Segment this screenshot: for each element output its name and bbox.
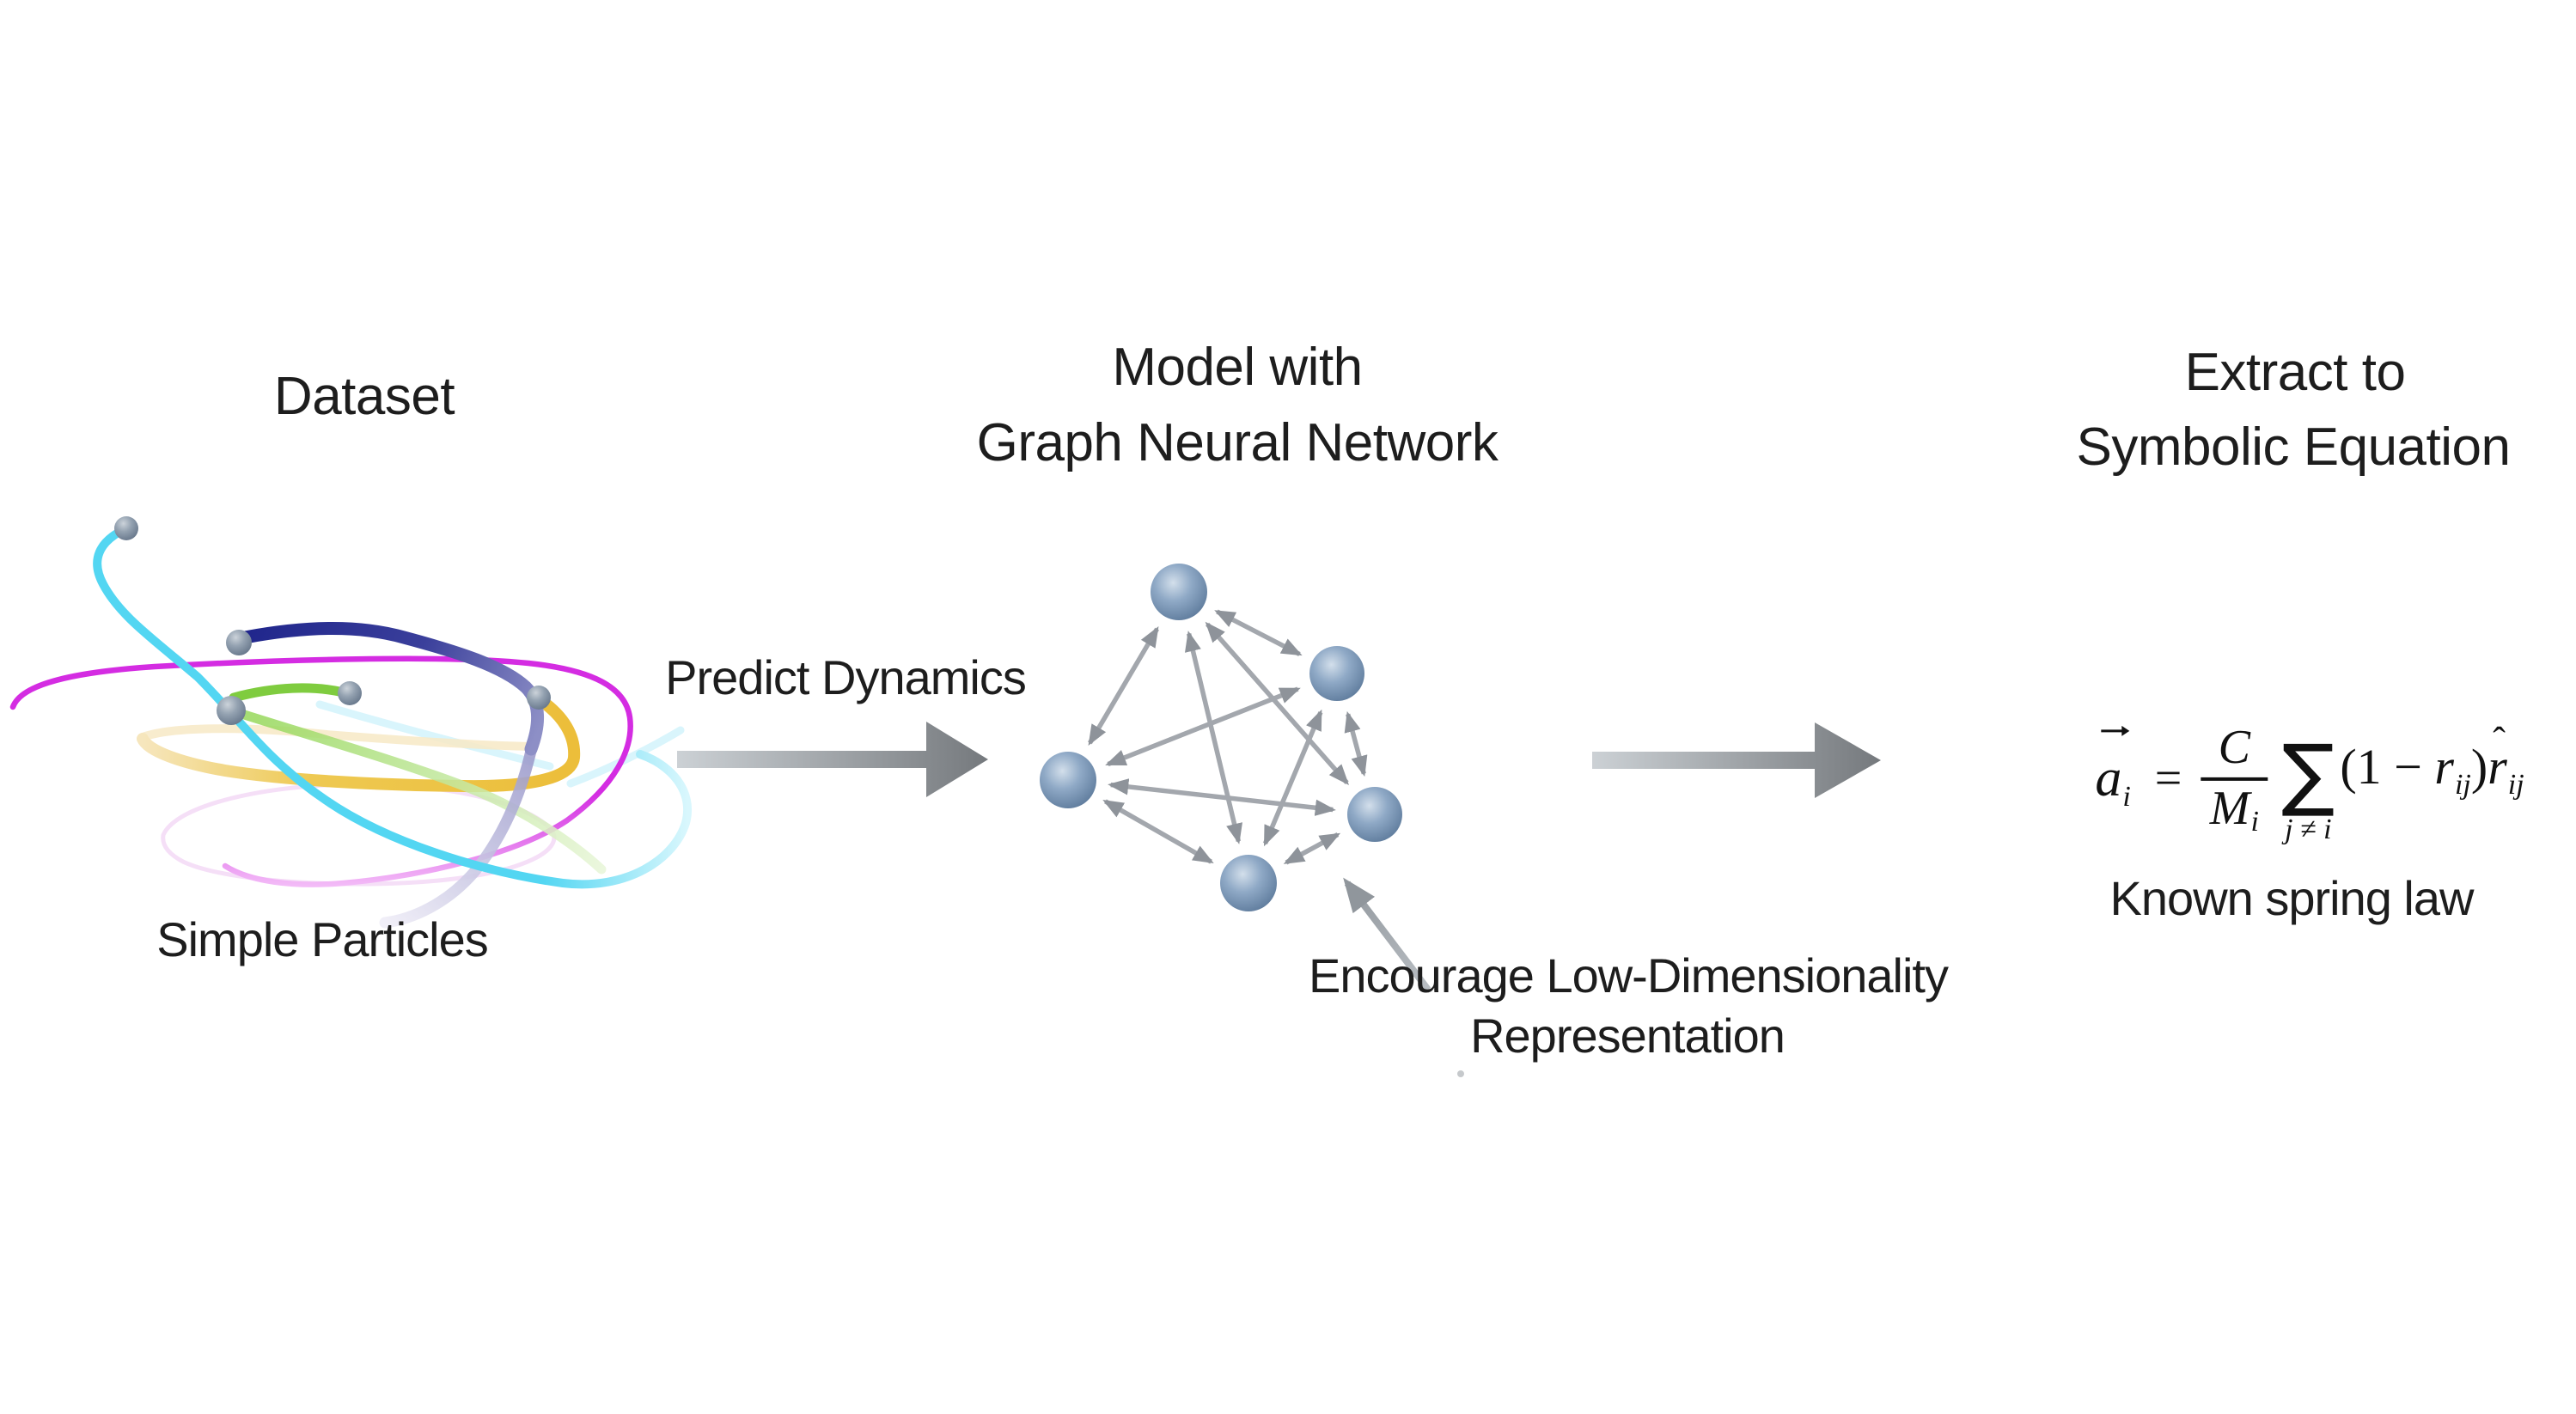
- dataset-title: Dataset: [273, 367, 455, 426]
- particle-sphere: [114, 516, 138, 540]
- gnn-edge: [1283, 832, 1341, 865]
- summation-condition: j ≠ i: [2285, 814, 2332, 846]
- gnn-node: [1040, 752, 1096, 808]
- trail-cyan: [93, 524, 692, 889]
- particle-sphere: [338, 681, 362, 705]
- trail-gold: [137, 694, 581, 793]
- particle-trajectories: [9, 524, 692, 929]
- gnn-edges: [1088, 609, 1368, 865]
- flow-arrow-dataset-to-gnn: [677, 722, 988, 797]
- trail-magenta: [9, 655, 633, 887]
- particle-sphere: [226, 630, 252, 655]
- simple-particles-caption: Simple Particles: [156, 912, 488, 966]
- model-title-line2: Graph Neural Network: [976, 413, 1499, 472]
- predict-dynamics-label: Predict Dynamics: [665, 650, 1027, 704]
- model-title-line1: Model with: [1112, 338, 1363, 397]
- fraction-C-over-Mi: C Mi: [2201, 722, 2268, 837]
- gnn-nodes: [1040, 564, 1402, 911]
- known-spring-law-caption: Known spring law: [2109, 871, 2475, 925]
- trail-pink-faint: [161, 782, 557, 887]
- gnn-node: [1151, 564, 1207, 620]
- trail-cyan-faint-b: [566, 726, 685, 788]
- gnn-edge: [1184, 631, 1243, 844]
- gnn-node: [1309, 646, 1364, 701]
- trail-green-light: [234, 708, 607, 875]
- subscript-i: i: [2122, 780, 2131, 813]
- trail-green: [229, 683, 349, 703]
- stray-mark: [1457, 1070, 1464, 1077]
- trail-gold-pale-return: [138, 724, 537, 751]
- annotation-arrow: [1343, 877, 1431, 992]
- gnn-edge: [1088, 625, 1159, 747]
- particle-sphere: [527, 686, 551, 710]
- gnn-node: [1220, 855, 1277, 911]
- gnn-edge: [1344, 710, 1368, 777]
- vector-arrow-icon: [2101, 725, 2130, 736]
- particle-spheres: [114, 516, 551, 725]
- flow-arrow-gnn-to-equation: [1592, 722, 1881, 798]
- hat-accent: ˆ: [2493, 719, 2506, 762]
- gnn-edge: [1105, 686, 1301, 767]
- gnn-edge: [1262, 709, 1323, 847]
- encourage-annotation-line2: Representation: [1470, 1009, 1785, 1063]
- gnn-edge: [1102, 799, 1214, 864]
- gnn-node: [1347, 787, 1402, 842]
- extract-title-line2: Symbolic Equation: [2076, 417, 2512, 477]
- fraction-bar: [2201, 777, 2268, 781]
- trail-lavender: [379, 745, 537, 929]
- extract-title-line1: Extract to: [2184, 343, 2406, 402]
- gnn-edge: [1108, 778, 1336, 816]
- vector-a-term: ai: [2095, 725, 2131, 813]
- trail-cyan-faint-a: [315, 700, 554, 771]
- equals-sign: =: [2154, 752, 2182, 805]
- particle-sphere: [217, 696, 246, 725]
- gnn-edge: [1205, 621, 1350, 785]
- encourage-annotation-line1: Encourage Low-Dimensionality: [1309, 948, 1949, 1003]
- summation-operator: ∑ j ≠ i: [2281, 727, 2335, 846]
